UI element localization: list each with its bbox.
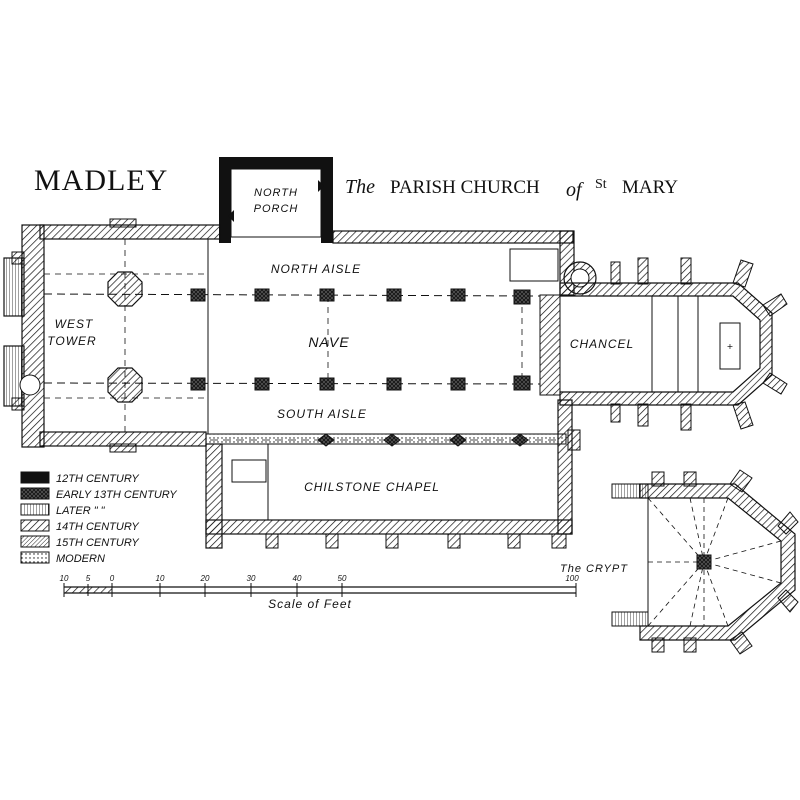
svg-text:12TH CENTURY: 12TH CENTURY xyxy=(56,473,139,485)
svg-text:EARLY 13TH CENTURY: EARLY 13TH CENTURY xyxy=(56,489,177,501)
title-madley: MADLEY xyxy=(34,164,168,197)
scale-tick-40: 40 xyxy=(293,574,302,583)
west-tower: WEST TOWER xyxy=(3,224,96,448)
subtitle-parish-church: PARISH CHURCH xyxy=(390,177,540,198)
scale-tick-10-left: 10 xyxy=(60,574,69,583)
label-north-porch-2: PORCH xyxy=(254,203,299,215)
legend-item-15th-century: 15TH CENTURY xyxy=(20,535,139,549)
nave-interior: NORTH AISLE NAVE SOUTH AISLE xyxy=(43,239,561,447)
label-north-aisle: NORTH AISLE xyxy=(271,262,361,276)
chancel: + CHANCEL xyxy=(559,257,788,431)
label-north-porch-1: NORTH xyxy=(254,187,298,199)
subtitle-of: of xyxy=(566,179,584,201)
legend-item-modern: MODERN xyxy=(20,551,105,565)
north-porch: NORTH PORCH xyxy=(219,157,333,243)
scale-tick-30: 30 xyxy=(247,574,256,583)
south-wall xyxy=(39,431,567,453)
label-south-aisle: SOUTH AISLE xyxy=(277,407,367,421)
scale-tick-20: 20 xyxy=(200,574,210,583)
svg-text:15TH CENTURY: 15TH CENTURY xyxy=(56,537,139,549)
south-arcade-piers xyxy=(190,375,531,391)
legend: 12TH CENTURY EARLY 13TH CENTURY LATER " … xyxy=(20,471,177,565)
scale-caption: Scale of Feet xyxy=(268,597,352,611)
label-west-tower-2: TOWER xyxy=(47,334,96,348)
legend-item-14th-century: 14TH CENTURY xyxy=(20,519,139,533)
legend-item-12th-century: 12TH CENTURY xyxy=(20,471,139,485)
svg-text:LATER " ": LATER " " xyxy=(56,505,106,517)
legend-item-later: LATER " " xyxy=(20,503,106,517)
label-crypt: The CRYPT xyxy=(560,563,628,575)
label-nave: NAVE xyxy=(308,334,349,350)
scale-tick-100: 100 xyxy=(565,574,579,583)
subtitle-saint: St xyxy=(595,177,607,192)
scale-tick-5: 5 xyxy=(86,574,91,583)
legend-item-early-13th-century: EARLY 13TH CENTURY xyxy=(20,487,177,501)
crypt: The CRYPT xyxy=(560,469,799,655)
scale-tick-10: 10 xyxy=(156,574,165,583)
svg-text:+: + xyxy=(727,342,734,351)
scale-tick-50: 50 xyxy=(338,574,347,583)
scale-tick-0: 0 xyxy=(110,574,115,583)
subtitle-the: The xyxy=(345,176,375,198)
north-arcade-piers xyxy=(190,288,531,305)
svg-text:14TH CENTURY: 14TH CENTURY xyxy=(56,521,139,533)
chapel-arcade-piers xyxy=(317,433,529,447)
svg-text:MODERN: MODERN xyxy=(56,553,105,565)
subtitle: The PARISH CHURCH of St MARY xyxy=(345,176,678,201)
scale-bar: 10 5 0 10 20 30 40 50 100 Scale of Feet xyxy=(60,574,580,611)
label-chilstone-chapel: CHILSTONE CHAPEL xyxy=(304,480,440,494)
label-west-tower-1: WEST xyxy=(55,317,94,331)
subtitle-mary: MARY xyxy=(622,177,678,198)
tower-piers xyxy=(107,271,143,403)
chilstone-chapel: CHILSTONE CHAPEL xyxy=(205,399,581,549)
label-chancel: CHANCEL xyxy=(570,337,634,351)
